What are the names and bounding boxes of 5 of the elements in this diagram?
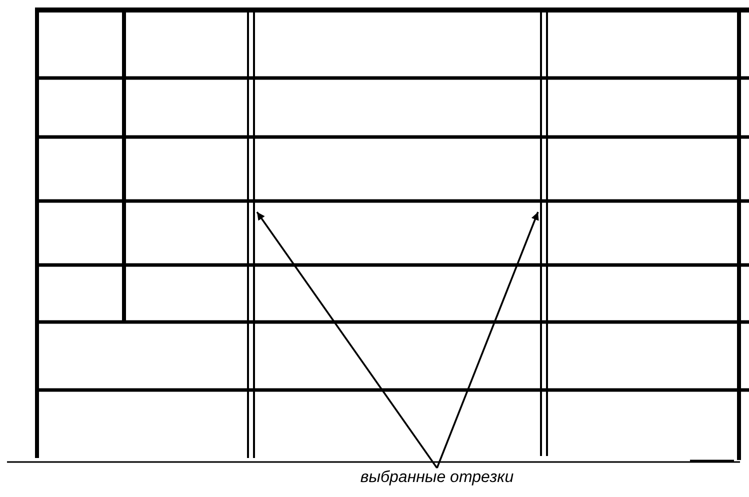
double-line-segment (540, 12, 548, 456)
caption-label: выбранные отрезки (327, 468, 547, 490)
double-line-segment (247, 12, 255, 458)
leader-arrow (256, 211, 438, 469)
leader-arrow (436, 212, 539, 468)
